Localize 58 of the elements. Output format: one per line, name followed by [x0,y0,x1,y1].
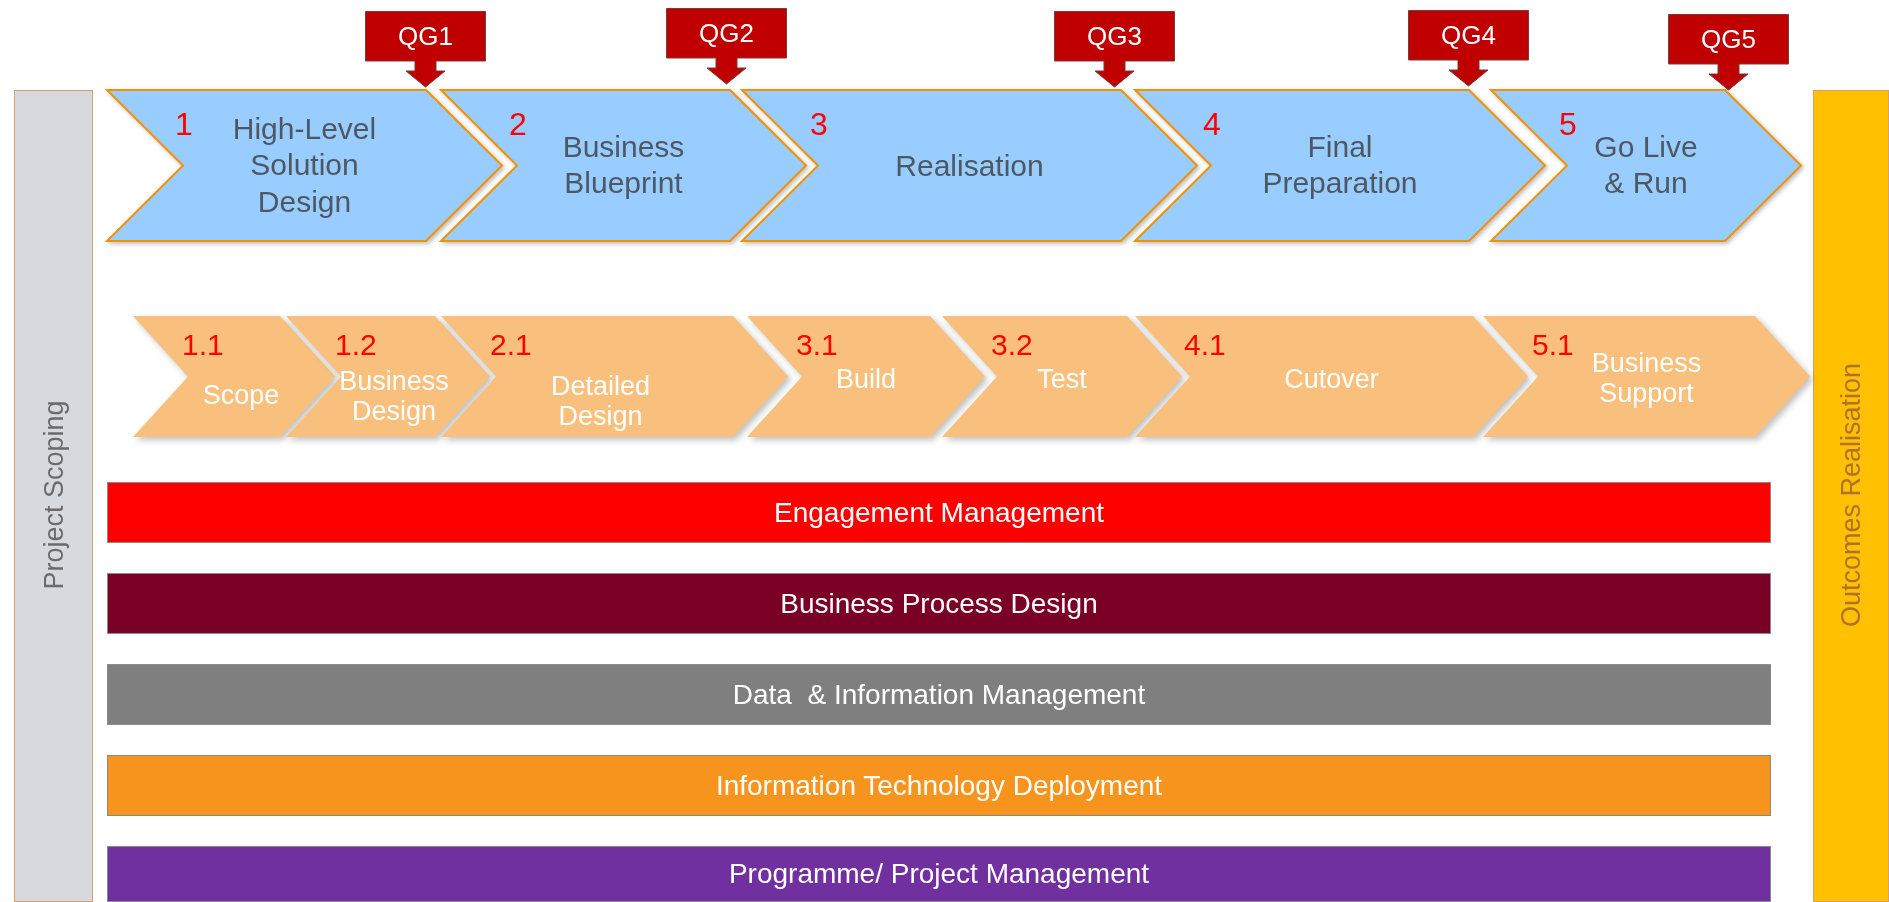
step-number: 4 [1203,108,1221,140]
quality-gate-callout [1668,14,1789,91]
workstream-band [107,755,1771,816]
activity-label: Detailed Design [549,370,652,432]
workstream-band [107,573,1771,634]
phase-step [107,90,502,241]
activity-label: Business Support [1590,347,1703,409]
bar-label: Outcomes Realisation [1834,362,1867,628]
step-number: 5.1 [1532,330,1574,360]
step-number: 1.1 [182,330,224,360]
activity-step [747,316,985,437]
phase-step [441,90,806,241]
phase-label: Go Live & Run [1593,128,1699,202]
phase-label: Realisation [894,147,1045,184]
side-bar [14,90,93,902]
activity-step [133,316,335,437]
step-number: 3.1 [796,330,838,360]
step-number: 2 [509,108,527,140]
side-bar [1813,90,1889,902]
activity-label: Scope [201,379,281,411]
phase-label: Final Preparation [1261,128,1419,202]
bar-label: Project Scoping [37,400,70,590]
step-number: 4.1 [1184,330,1226,360]
step-number: 3.2 [991,330,1033,360]
step-number: 2.1 [490,330,532,360]
gate-label: QG5 [1700,24,1757,56]
band-label: Data & Information Management [731,677,1147,712]
workstream-band [107,846,1771,902]
step-number: 5 [1559,108,1577,140]
step-number: 1.2 [335,330,377,360]
activity-step [1135,316,1528,437]
quality-gate-callout [666,8,787,85]
activity-label: Cutover [1283,363,1380,395]
activity-step [1483,316,1810,437]
quality-gate-callout [365,11,486,88]
activity-label: Build [834,363,897,395]
band-label: Business Process Design [779,586,1099,621]
gate-label: QG4 [1440,20,1497,52]
quality-gate-callout [1054,11,1175,88]
activity-step [942,316,1182,437]
band-label: Programme/ Project Management [727,857,1151,891]
step-number: 3 [810,108,828,140]
phase-step [1491,90,1801,241]
phase-step [742,90,1197,241]
quality-gate-callout [1408,10,1529,87]
band-label: Engagement Management [773,495,1105,530]
step-number: 1 [175,108,193,140]
workstream-band [107,482,1771,543]
phase-label: Business Blueprint [561,128,686,202]
activity-label: Business Design [338,365,450,427]
gate-label: QG2 [698,18,755,50]
phase-step [1135,90,1545,241]
workstream-band [107,664,1771,725]
activity-label: Test [1036,363,1088,395]
gate-label: QG3 [1086,21,1143,53]
phase-label: High-Level Solution Design [231,110,378,220]
gate-label: QG1 [397,21,454,53]
band-label: Information Technology Deployment [714,768,1164,803]
